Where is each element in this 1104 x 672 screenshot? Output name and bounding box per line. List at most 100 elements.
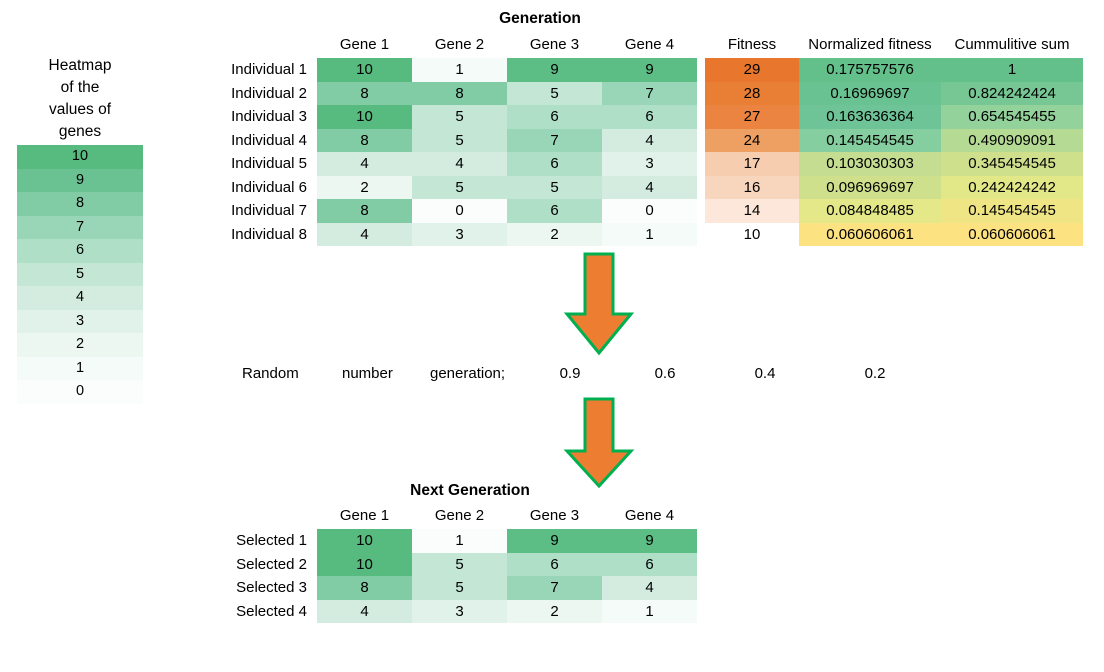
next-generation-gene-cell: 6 xyxy=(602,552,697,576)
legend-swatch: 5 xyxy=(17,262,143,286)
generation-gene-cell: 0 xyxy=(412,199,507,223)
generation-fitness-cell: 24 xyxy=(705,128,799,152)
generation-gene-cell: 5 xyxy=(507,81,602,105)
generation-normalized-fitness-cell: 0.175757576 xyxy=(799,58,941,82)
generation-metric-header: Cummulitive sum xyxy=(954,36,1070,53)
generation-normalized-fitness-cell: 0.103030303 xyxy=(799,152,941,176)
generation-gene-cell: 5 xyxy=(412,105,507,129)
next-generation-row-label: Selected 3 xyxy=(236,579,307,596)
generation-gene-cell: 5 xyxy=(412,175,507,199)
legend-caption-line: of the xyxy=(60,79,100,96)
legend-swatch: 9 xyxy=(17,168,143,192)
generation-gene-cell: 4 xyxy=(602,175,697,199)
next-generation-gene-cell: 10 xyxy=(317,552,412,576)
generation-gene-cell: 9 xyxy=(602,58,697,82)
generation-row-label: Individual 5 xyxy=(231,155,307,172)
next-generation-gene-cell: 2 xyxy=(507,599,602,623)
legend-caption: Heatmap of the values of genes xyxy=(17,55,143,143)
generation-fitness-cell: 17 xyxy=(705,152,799,176)
generation-cumulative-sum-cell: 0.345454545 xyxy=(941,152,1083,176)
generation-row-label: Individual 7 xyxy=(231,202,307,219)
random-label-word: generation; xyxy=(430,365,506,382)
generation-gene-cell: 5 xyxy=(507,175,602,199)
generation-cumulative-sum-cell: 0.654545455 xyxy=(941,105,1083,129)
generation-row-label: Individual 8 xyxy=(231,225,307,243)
next-generation-gene-cell: 10 xyxy=(317,529,412,553)
generation-gene-cell: 1 xyxy=(412,58,507,82)
generation-row-label: Individual 4 xyxy=(231,131,307,149)
next-generation-row-labels: Selected 1 Selected 2 Selected 3 Selected 4 xyxy=(228,529,313,623)
generation-cumulative-sum-cell: 0.060606061 xyxy=(941,222,1083,246)
next-generation-gene-cell: 8 xyxy=(317,576,412,600)
generation-gene-cell: 8 xyxy=(412,81,507,105)
random-label-word: Random xyxy=(242,365,299,382)
generation-metric-header: Fitness xyxy=(727,36,777,53)
generation-fitness-cell: 10 xyxy=(705,222,799,246)
next-generation-gene-cell: 1 xyxy=(412,529,507,553)
generation-gene-header: Gene 4 xyxy=(624,36,675,53)
generation-gene-cell: 5 xyxy=(412,128,507,152)
legend-caption-line: Heatmap xyxy=(48,57,112,74)
legend-swatch: 7 xyxy=(17,215,143,239)
generation-fitness-cell: 14 xyxy=(705,199,799,223)
next-generation-gene-cell: 3 xyxy=(412,599,507,623)
next-generation-row-label: Selected 1 xyxy=(236,532,307,549)
generation-gene-cell: 3 xyxy=(602,152,697,176)
next-generation-gene-cell: 7 xyxy=(507,576,602,600)
next-generation-gene-cell: 4 xyxy=(317,599,412,623)
generation-row-label: Individual 1 xyxy=(231,61,307,78)
next-generation-gene-cell: 4 xyxy=(602,576,697,600)
generation-gene-header: Gene 3 xyxy=(529,36,580,53)
generation-normalized-fitness-cell: 0.16969697 xyxy=(799,81,941,105)
next-generation-gene-cell: 6 xyxy=(507,552,602,576)
generation-gene-cell: 4 xyxy=(317,152,412,176)
generation-row-label: Individual 3 xyxy=(231,108,307,125)
next-generation-row-label: Selected 2 xyxy=(236,555,307,573)
generation-gene-cell: 2 xyxy=(507,222,602,246)
legend-swatch: 2 xyxy=(17,333,143,357)
generation-gene-cell: 8 xyxy=(317,128,412,152)
generation-normalized-fitness-cell: 0.084848485 xyxy=(799,199,941,223)
legend-swatch: 10 xyxy=(17,145,143,169)
generation-gene-cell: 0 xyxy=(602,199,697,223)
generation-gene-cell: 10 xyxy=(317,58,412,82)
random-number-value: 0.9 xyxy=(559,365,581,382)
generation-gene-cell: 8 xyxy=(317,81,412,105)
next-generation-gene-header: Gene 3 xyxy=(529,507,580,524)
generation-gene-cell: 6 xyxy=(507,199,602,223)
next-generation-gene-header: Gene 4 xyxy=(624,507,675,524)
random-number-value: 0.2 xyxy=(864,365,886,382)
generation-gene-cell: 4 xyxy=(317,222,412,246)
legend-swatch: 6 xyxy=(17,239,143,263)
generation-row-label: Individual 6 xyxy=(231,178,307,196)
generation-normalized-fitness-cell: 0.096969697 xyxy=(799,175,941,199)
generation-gene-cell: 6 xyxy=(507,152,602,176)
legend-swatch: 8 xyxy=(17,192,143,216)
generation-gene-cell: 7 xyxy=(507,128,602,152)
generation-gene-cell: 7 xyxy=(602,81,697,105)
next-generation-gene-cell: 9 xyxy=(602,529,697,553)
next-generation-table-title: Next Generation xyxy=(410,482,530,499)
legend-swatch: 1 xyxy=(17,356,143,380)
next-generation-row-label: Selected 4 xyxy=(236,602,307,620)
down-arrow-icon xyxy=(563,252,635,356)
generation-metric-header: Normalized fitness xyxy=(808,36,932,53)
generation-gene-cell: 3 xyxy=(412,222,507,246)
generation-normalized-fitness-cell: 0.163636364 xyxy=(799,105,941,129)
generation-table-title: Generation xyxy=(499,10,581,27)
generation-normalized-fitness-cell: 0.145454545 xyxy=(799,128,941,152)
generation-gene-header: Gene 2 xyxy=(434,36,485,53)
generation-cumulative-sum-cell: 0.242424242 xyxy=(941,175,1083,199)
next-generation-gene-header: Gene 2 xyxy=(434,507,485,524)
legend-caption-line: genes xyxy=(58,123,102,140)
next-generation-gene-cell: 5 xyxy=(412,576,507,600)
generation-fitness-cell: 29 xyxy=(705,58,799,82)
generation-cumulative-sum-cell: 0.145454545 xyxy=(941,199,1083,223)
